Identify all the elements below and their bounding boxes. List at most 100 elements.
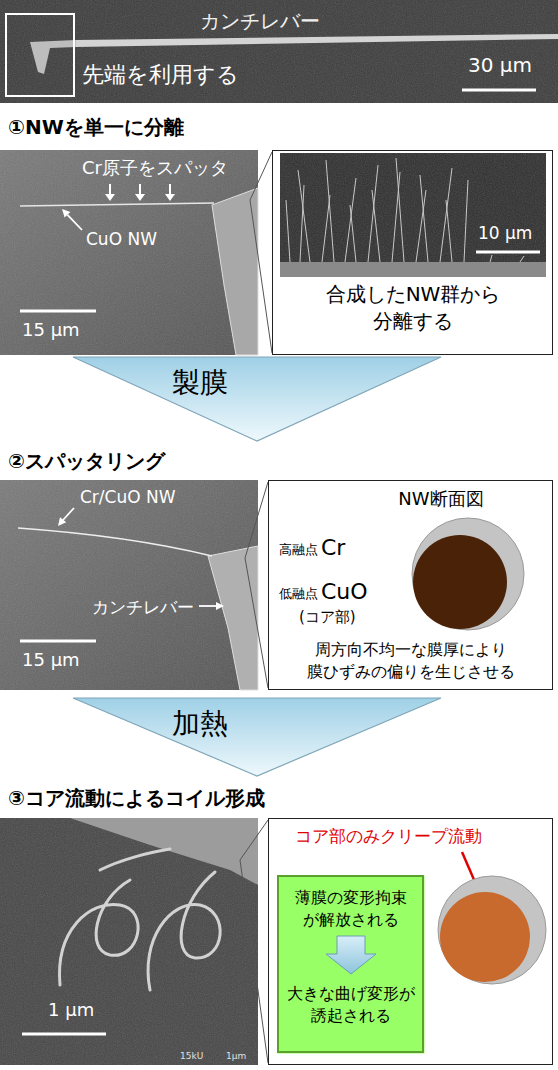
nanowire-forest: [286, 158, 524, 262]
sem-footer: 15kU: [180, 1050, 203, 1062]
nanowire: [396, 158, 404, 262]
triangle-shape: [72, 697, 442, 777]
scale-label: 15 μm: [22, 318, 80, 342]
arrow-head: [135, 194, 145, 201]
part-label: カンチレバー: [200, 8, 320, 35]
cantilever: [70, 818, 258, 885]
process-label: Cr原子をスパッタ: [82, 156, 228, 180]
nanowire: [392, 172, 400, 262]
cantilever-tip: [30, 40, 76, 74]
nanowire: [490, 255, 492, 262]
nanowire: [446, 200, 452, 262]
step-arrow-text: 加熱: [172, 705, 228, 743]
sem-inset: [280, 153, 546, 277]
sem-panel: [0, 0, 558, 103]
nanowire: [326, 160, 334, 262]
arrow-head: [216, 602, 224, 610]
triangle-shape: [72, 356, 442, 442]
zoom-line: [250, 200, 272, 353]
nanowire: [286, 200, 290, 262]
sem-panel: [0, 818, 258, 1065]
tip-frame: [6, 14, 74, 96]
step-arrow-text: 製膜: [172, 364, 228, 402]
explanation-box: 薄膜の変形拘束 が解放される大きな曲げ変形が 誘起される: [277, 875, 424, 1053]
box-text: 薄膜の変形拘束 が解放される: [283, 887, 418, 930]
zoom-line: [240, 860, 268, 1063]
block-arrow: [326, 936, 376, 974]
coiled-nanowires: [60, 849, 221, 990]
scale-bar: [20, 640, 96, 643]
sem-noise: [0, 818, 258, 1065]
scale-label: 15 μm: [22, 648, 80, 672]
coil: [148, 872, 220, 990]
nanowire: [520, 256, 524, 262]
scale-label: 10 μm: [478, 222, 532, 245]
leader-line: [63, 508, 74, 520]
cuo-core: [440, 892, 530, 982]
cr-shell: [412, 518, 524, 630]
nanowire: [440, 168, 452, 262]
substrate: [280, 262, 546, 277]
zoom-line: [245, 558, 268, 688]
triangle-outline: [73, 357, 441, 441]
arrow-head: [58, 517, 66, 526]
scale-bar: [20, 310, 96, 313]
zoom-line: [240, 820, 268, 860]
nanowire: [300, 185, 304, 262]
sem-panel: [0, 480, 258, 690]
arrow-line: [139, 184, 141, 194]
nanowire: [420, 175, 428, 262]
photo-box: 合成したNW群から 分離する: [272, 150, 553, 355]
arrow-head: [105, 194, 115, 201]
sem-noise: [0, 0, 558, 103]
nanowire: [464, 180, 468, 262]
sputter-arrows: [105, 184, 175, 201]
step-heading: ③コア流動によるコイル形成: [8, 785, 265, 812]
scale-label: 1 μm: [48, 998, 94, 1022]
property-label: 高融点: [279, 541, 318, 559]
zoom-line: [250, 152, 272, 200]
triangle-outline: [73, 698, 441, 776]
leader-line: [199, 605, 217, 607]
step-arrow: 製膜: [72, 356, 442, 442]
mechanism-box: コア部のみクリープ流動薄膜の変形拘束 が解放される大きな曲げ変形が 誘起される: [268, 818, 553, 1065]
cantilever-beam: [76, 34, 558, 47]
leader-line: [68, 215, 83, 230]
green-panel-fill: [278, 876, 425, 1054]
nanowire: [298, 170, 310, 262]
cr-shell: [438, 876, 546, 984]
box-text: 大きな曲げ変形が 誘起される: [283, 983, 418, 1026]
scale-label: 30 μm: [468, 52, 532, 79]
step-heading: ①NWを単一に分離: [8, 114, 184, 141]
property-label: 低融点: [279, 585, 318, 603]
material-label: Cr: [321, 533, 345, 563]
sem-noise: [0, 480, 258, 690]
nanowire: [20, 203, 214, 206]
cantilever: [208, 546, 258, 690]
part-label: Cr/CuO NW: [80, 486, 176, 509]
arrow-line: [109, 184, 111, 194]
zoom-line: [245, 482, 268, 558]
box-text: 合成したNW群から 分離する: [313, 281, 513, 335]
box-heading: NW断面図: [398, 487, 483, 511]
nanowire: [345, 178, 356, 262]
nanowire: [368, 165, 378, 262]
arrow-head: [165, 194, 175, 201]
note-label: 先端を利用する: [82, 60, 239, 90]
coil: [60, 880, 139, 985]
arrow-line: [169, 184, 171, 194]
sem-noise: [280, 153, 546, 277]
cross-section-box: NW断面図高融点Cr低融点CuO(コア部)周方向不均一な膜厚により 膜ひずみの偏…: [268, 480, 553, 690]
sem-panel: [0, 150, 258, 355]
part-label: (コア部): [299, 607, 356, 627]
material-label: CuO: [321, 577, 368, 607]
scale-bar: [476, 251, 540, 254]
part-label: CuO NW: [86, 228, 157, 251]
scale-bar: [462, 89, 536, 92]
sem-footer: 1μm: [226, 1050, 246, 1062]
nanowire: [372, 190, 380, 262]
sem-noise: [0, 150, 258, 355]
nanowire: [322, 195, 330, 262]
nanowire: [18, 528, 212, 556]
